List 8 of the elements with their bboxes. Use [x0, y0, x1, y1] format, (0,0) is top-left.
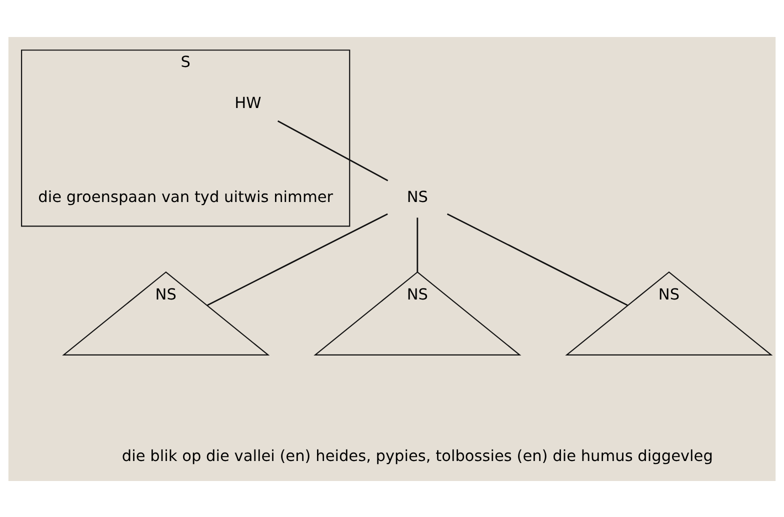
node-text: HW [234, 93, 262, 112]
connector [207, 212, 388, 306]
connector [278, 120, 388, 181]
node-label: die groenspaan van tyd uitwis nimmer [38, 187, 334, 206]
label: die blik op die vallei (en) heides, pypies, tolbossies (en) die humus diggevleg [122, 446, 713, 464]
node-text: NS [406, 187, 428, 206]
connector [446, 212, 628, 306]
connector [416, 217, 418, 272]
